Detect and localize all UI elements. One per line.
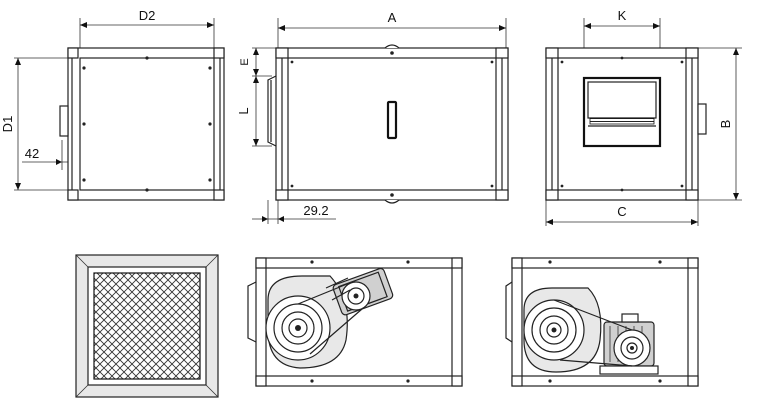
label-42: 42	[25, 146, 39, 161]
label-c: C	[617, 204, 626, 219]
end-view-right	[545, 18, 742, 226]
side-view-left	[14, 18, 225, 201]
front-view-middle	[252, 18, 509, 224]
label-k: K	[618, 8, 627, 23]
filter-grille-view	[75, 254, 219, 398]
label-d2: D2	[139, 8, 156, 23]
label-a: A	[388, 10, 397, 25]
label-b: B	[718, 120, 733, 129]
interior-view-right	[505, 257, 699, 387]
mesh-grille	[93, 272, 201, 380]
label-29-2: 29.2	[303, 203, 328, 218]
label-l: L	[236, 107, 251, 114]
label-d1: D1	[0, 116, 15, 133]
label-e: E	[239, 58, 251, 65]
interior-view-middle	[247, 257, 463, 387]
